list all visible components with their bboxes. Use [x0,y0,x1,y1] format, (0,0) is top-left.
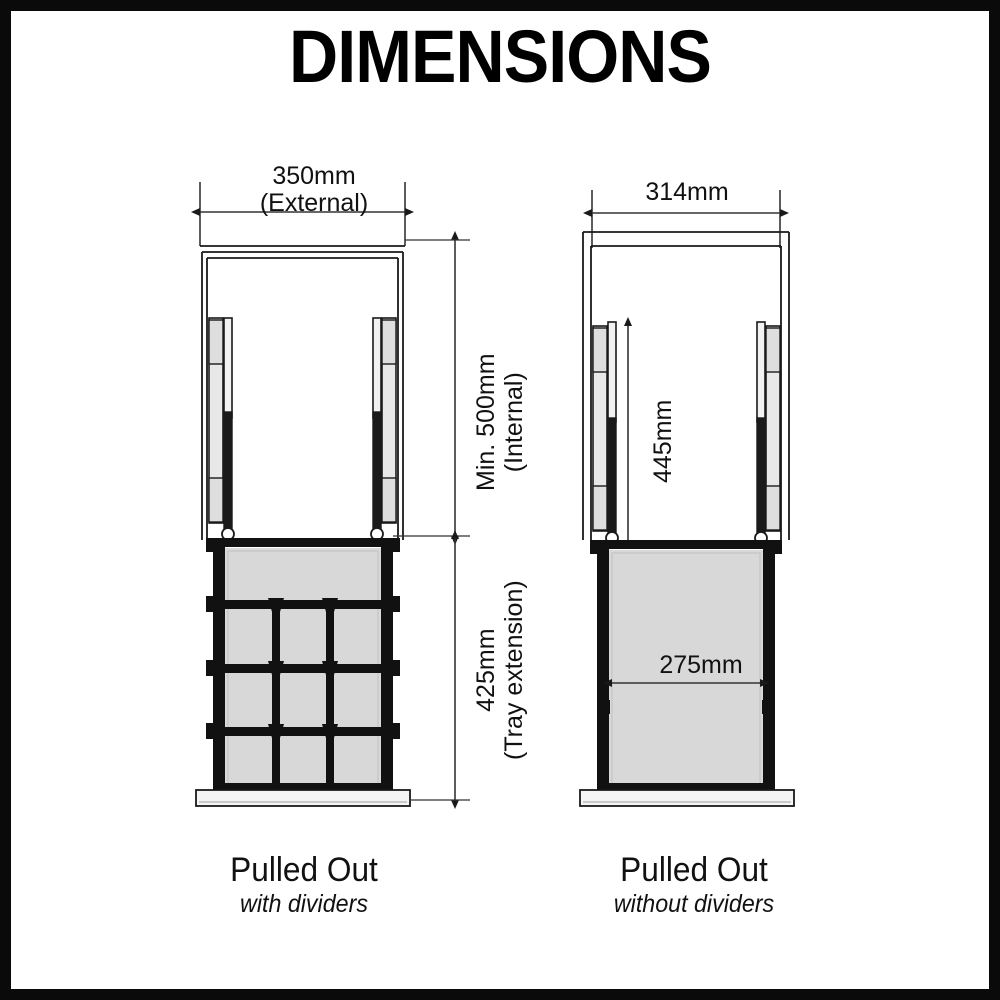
right-runner-left [592,321,619,545]
right-tray-width-value: 275mm [659,651,743,679]
left-depth-value: Min. 500mm [472,353,500,491]
left-cabinet-outline [200,245,405,540]
left-extension-dimension [410,530,470,809]
right-view-caption: Pulled Out without dividers [519,851,869,918]
left-base-plate [195,789,411,807]
right-base-plate [579,789,795,807]
left-width-note: (External) [259,189,369,217]
left-runner-left [208,317,235,541]
right-runner-right [754,321,781,545]
left-extension-dimension-label: 425mm (Tray extension) [472,580,528,760]
left-width-dimension-label: 350mm (External) [194,163,434,217]
right-runner-dimension-label: 445mm [649,400,677,483]
right-view-drawing [579,190,795,807]
left-caption-sub: with dividers [240,889,368,918]
left-runner-right [370,317,397,541]
right-width-dimension-label: 314mm [587,179,787,206]
left-view-caption: Pulled Out with dividers [129,851,479,918]
left-extension-value: 425mm [472,628,500,712]
left-depth-dimension-label: Min. 500mm (Internal) [472,353,528,491]
left-extension-note: (Tray extension) [500,580,528,760]
right-tray-top-rail [597,540,775,549]
left-tray-with-dividers [206,538,400,791]
right-runner-value: 445mm [649,399,677,483]
right-tray-width-dimension-label: 275mm [636,652,766,679]
left-depth-note: (Internal) [500,372,528,473]
right-cabinet-outline [582,231,790,540]
right-width-value: 314mm [645,178,729,206]
right-caption-sub: without dividers [613,889,775,918]
left-width-value: 350mm [272,162,356,190]
page-title: DIMENSIONS [288,15,712,98]
left-view-drawing [191,182,470,809]
drawing-canvas: DIMENSIONS [11,11,989,989]
left-depth-dimension [393,231,470,545]
right-tray-without-dividers [590,540,782,791]
right-caption-main: Pulled Out [620,851,768,889]
left-caption-main: Pulled Out [230,851,378,889]
right-width-extension-lines [591,190,781,248]
left-tray-top-rail [213,538,393,547]
